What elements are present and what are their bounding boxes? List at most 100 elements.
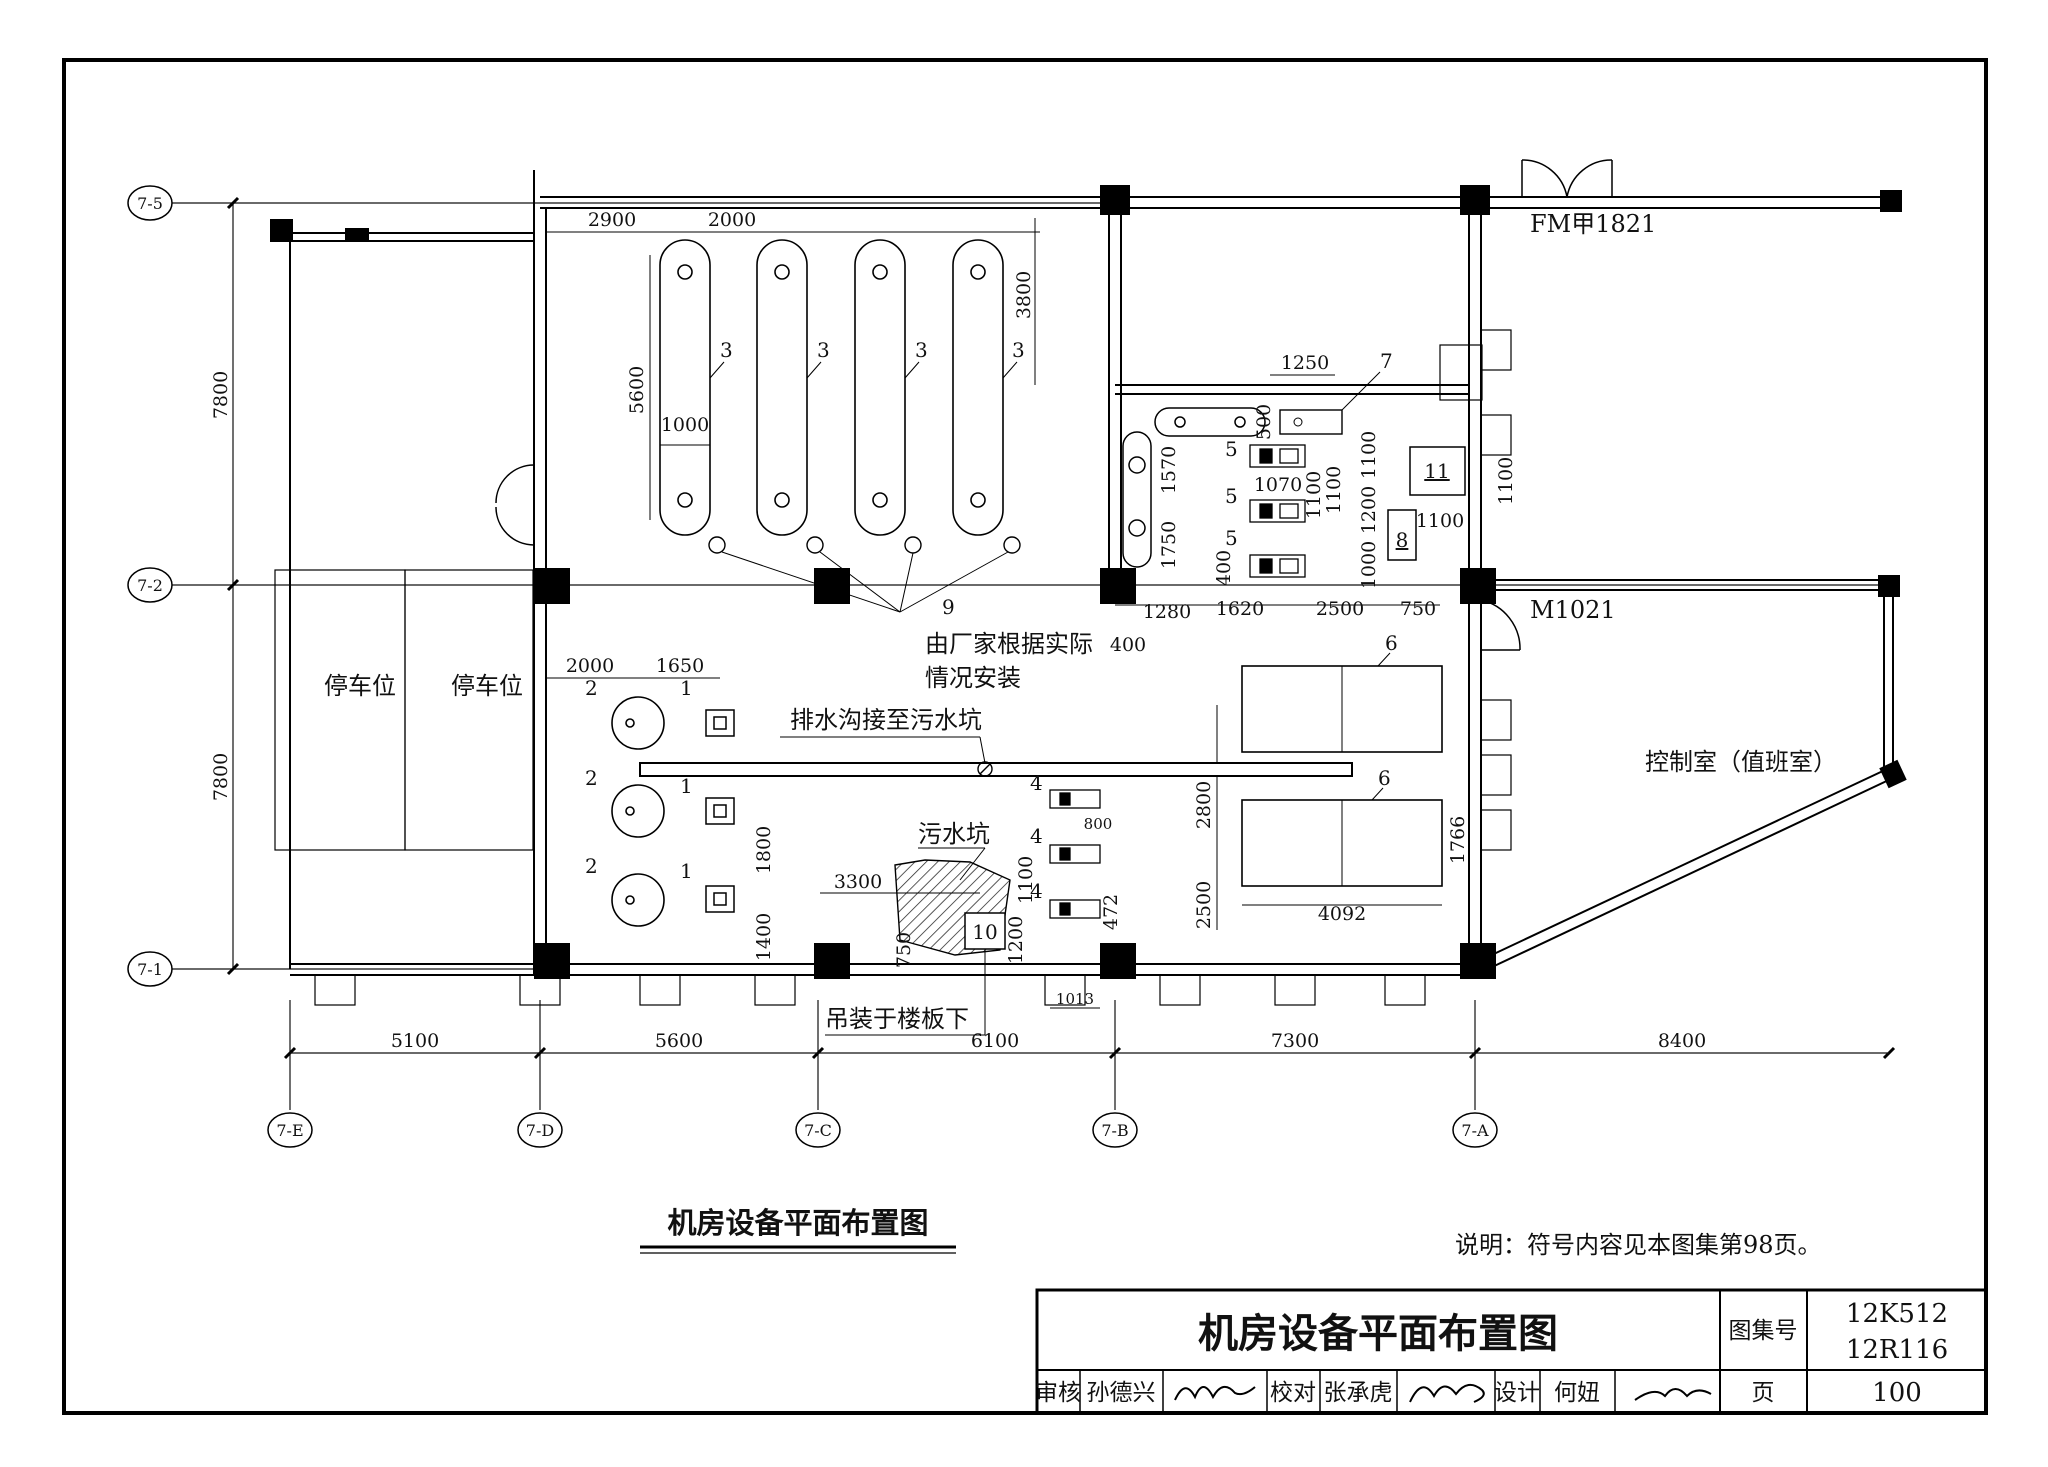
dim-2500-a: 2500: [1316, 598, 1364, 620]
dim-3800: 3800: [1013, 271, 1035, 319]
check-label: 校对: [1270, 1380, 1316, 1406]
svg-text:7-1: 7-1: [137, 960, 163, 979]
walls: [289, 170, 1894, 976]
structural-columns: [270, 185, 1907, 979]
dim-1100-a: 1100: [1303, 471, 1325, 519]
dim-472: 472: [1100, 894, 1122, 930]
tag-3a: 3: [720, 338, 733, 362]
tag-5c: 5: [1225, 526, 1238, 550]
tag-1a: 1: [680, 676, 693, 700]
parking-bay-right: [404, 569, 534, 851]
door-m-label: M1021: [1530, 596, 1616, 624]
manufacturer-note-2: 情况安装: [925, 664, 1021, 692]
tag-4a: 4: [1030, 771, 1043, 795]
dim-3300: 3300: [834, 871, 882, 893]
units-1: [705, 709, 735, 913]
tag-6a: 6: [1385, 631, 1398, 655]
south-wall-piers: [314, 974, 1426, 1006]
pump-5-3: [1249, 554, 1306, 578]
svg-text:7-B: 7-B: [1101, 1121, 1128, 1140]
control-room-label: 控制室（值班室）: [1645, 748, 1837, 776]
span-dim-4: 7300: [1271, 1030, 1319, 1052]
tank-2: [756, 239, 808, 536]
axis-bubble-7-5: 7-5: [127, 185, 173, 221]
dim-1100-c: 1100: [1358, 431, 1380, 479]
axis-bubble-7-1: 7-1: [127, 951, 173, 987]
svg-text:7-2: 7-2: [137, 576, 163, 595]
design-label: 设计: [1494, 1380, 1540, 1406]
east-wall-piers: [1439, 329, 1512, 851]
door-fm-label: FM甲1821: [1530, 210, 1656, 238]
dim-1000-b: 1000: [1358, 541, 1380, 589]
review-label: 审核: [1035, 1380, 1081, 1406]
tank-4: [952, 239, 1004, 536]
drawing-title: 机房设备平面布置图: [667, 1206, 928, 1240]
atlas-label: 图集号: [1729, 1318, 1798, 1344]
axis-bubble-7-2: 7-2: [127, 567, 173, 603]
row-span-dim-1: 7800: [210, 371, 232, 419]
axis-bubble-7-C: 7-C: [795, 1112, 841, 1148]
tag-6b: 6: [1378, 766, 1391, 790]
page-label: 页: [1752, 1380, 1775, 1406]
door-west: [495, 464, 535, 546]
sump-label: 污水坑: [918, 820, 990, 848]
tag-8: 8: [1396, 528, 1409, 552]
pump-4-3: [1049, 899, 1101, 919]
dim-4092: 4092: [1318, 903, 1366, 925]
dim-2800: 2800: [1193, 781, 1215, 829]
svg-text:7-5: 7-5: [137, 194, 163, 213]
equipment-horizontal-unit: [1154, 407, 1266, 437]
dim-1620: 1620: [1216, 598, 1264, 620]
dim-750-a: 750: [1400, 598, 1436, 620]
manufacturer-note-1: 由厂家根据实际: [925, 630, 1093, 658]
valves-9: [708, 536, 1021, 554]
dim-1200-b: 1200: [1005, 916, 1027, 964]
dim-400-a: 400: [1213, 550, 1235, 586]
title-block-title: 机房设备平面布置图: [1198, 1310, 1558, 1357]
dim-1100-d: 1100: [1495, 457, 1517, 505]
equipment-11: [1409, 446, 1466, 496]
dim-2900: 2900: [588, 209, 636, 231]
reviewer-signature: [1174, 1386, 1256, 1401]
checker-signature: [1409, 1383, 1485, 1403]
dim-750-b: 750: [893, 932, 915, 968]
dim-1070: 1070: [1254, 474, 1302, 496]
svg-text:7-D: 7-D: [526, 1121, 554, 1140]
equipment-vertical-unit: [1122, 431, 1152, 568]
hoist-label: 吊装于楼板下: [825, 1005, 969, 1033]
tag-7: 7: [1380, 349, 1393, 373]
drain-ditch: [639, 762, 1353, 777]
equipment-8: [1387, 509, 1417, 561]
tank-1: [659, 239, 711, 536]
designer-signature: [1634, 1388, 1712, 1401]
dim-1100-b: 1100: [1323, 466, 1345, 514]
dim-800: 800: [1084, 815, 1113, 833]
pumps-2: [611, 696, 665, 927]
axis-bubble-7-B: 7-B: [1092, 1112, 1138, 1148]
dim-1766: 1766: [1447, 816, 1469, 864]
page-no: 100: [1872, 1378, 1922, 1408]
parking-label-1: 停车位: [324, 672, 396, 700]
tag-2a: 2: [585, 676, 598, 700]
atlas-no-1: 12K512: [1846, 1299, 1948, 1329]
svg-text:7-C: 7-C: [804, 1121, 832, 1140]
tank-3: [854, 239, 906, 536]
dim-1250: 1250: [1281, 352, 1329, 374]
dim-1000-tank: 1000: [661, 414, 709, 436]
dim-2500-b: 2500: [1193, 881, 1215, 929]
dim-500: 500: [1253, 404, 1275, 440]
equipment-7: [1279, 409, 1343, 435]
door-fm: [1521, 159, 1613, 198]
tag-3c: 3: [915, 338, 928, 362]
axis-bubble-7-A: 7-A: [1452, 1112, 1498, 1148]
note-text: 说明：符号内容见本图集第98页。: [1455, 1231, 1822, 1259]
dim-1570: 1570: [1158, 446, 1180, 494]
tag-4c: 4: [1030, 879, 1043, 903]
tag-5a: 5: [1225, 437, 1238, 461]
row-span-dim-2: 7800: [210, 753, 232, 801]
pump-4-1: [1049, 789, 1101, 809]
pump-5-1: [1249, 444, 1306, 468]
title-block: [1035, 1288, 1988, 1415]
pump-4-2: [1049, 844, 1101, 864]
span-dim-1: 5100: [391, 1030, 439, 1052]
